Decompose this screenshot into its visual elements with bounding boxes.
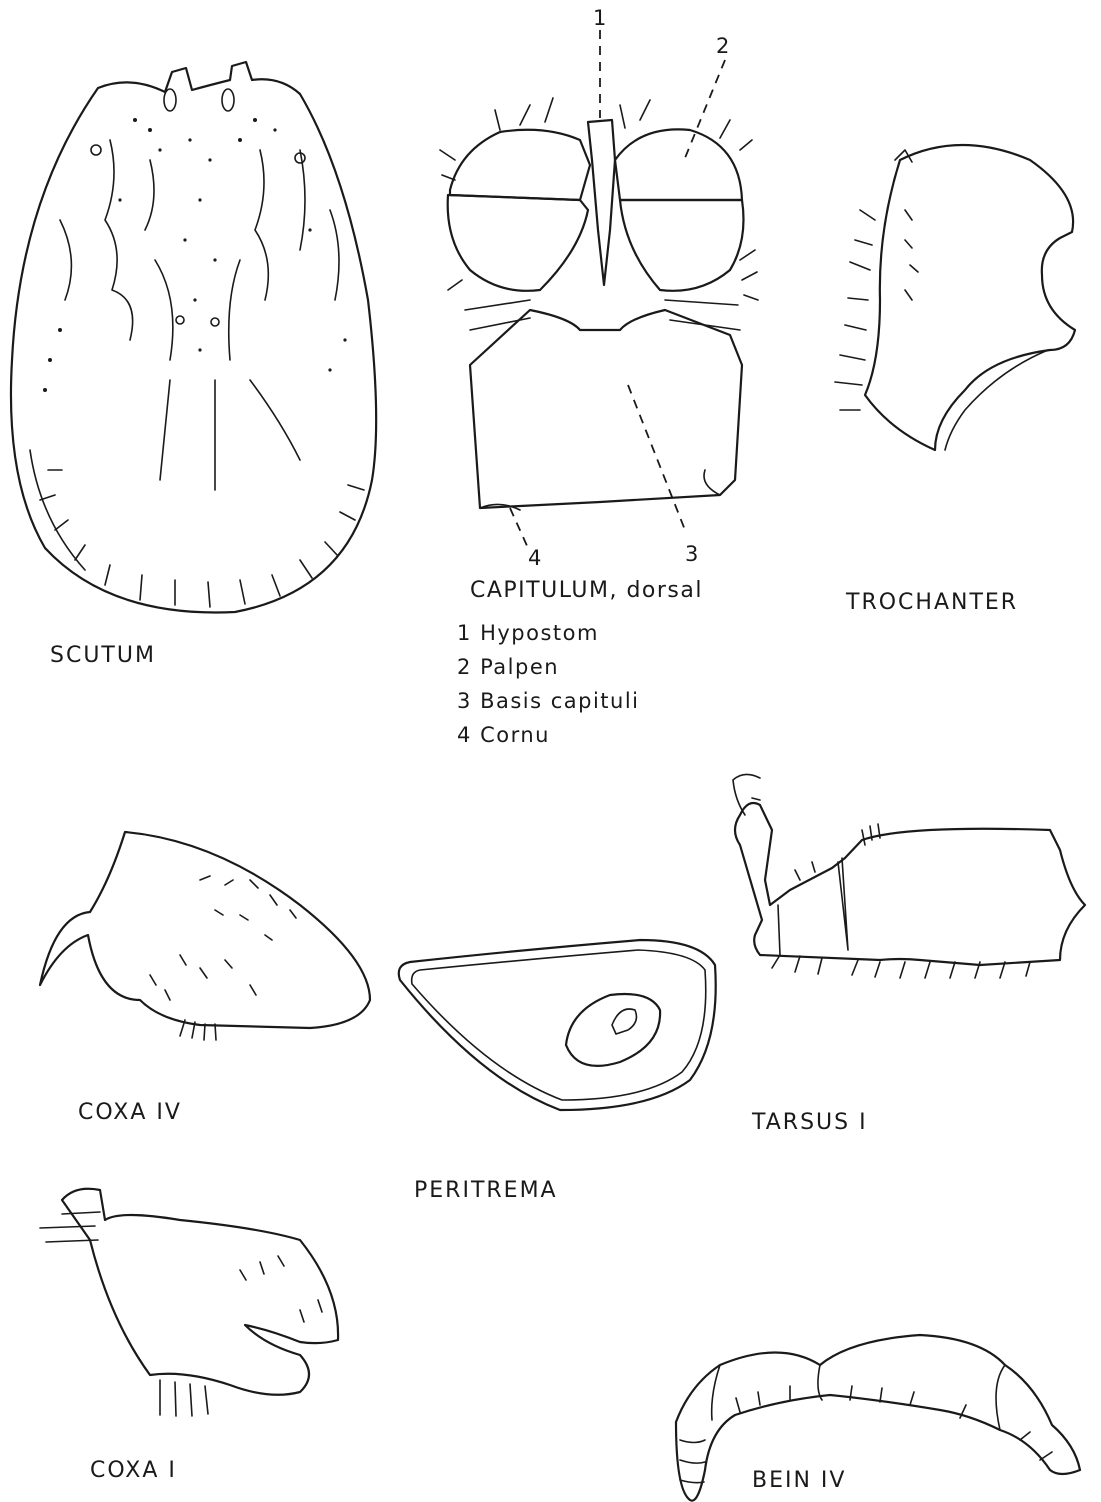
- coxa-i-label: COXA I: [90, 1460, 177, 1482]
- legend-item: 1 Hypostom: [457, 616, 640, 650]
- scutum-drawing: [11, 62, 376, 612]
- legend-number: 2: [457, 655, 472, 679]
- scutum-label: SCUTUM: [50, 645, 156, 667]
- coxa-iv-label: COXA IV: [78, 1102, 182, 1124]
- legend-text: Cornu: [480, 723, 550, 747]
- legend-number: 1: [457, 621, 472, 645]
- legend-text: Palpen: [480, 655, 559, 679]
- tarsus-i-drawing: [733, 774, 1085, 978]
- peritrema-drawing: [399, 940, 716, 1110]
- coxa-iv-drawing: [40, 832, 370, 1040]
- capitulum-pointer-2: 2: [716, 36, 729, 57]
- legend-text: Hypostom: [480, 621, 599, 645]
- legend-item: 3 Basis capituli: [457, 684, 640, 718]
- capitulum-pointer-4: 4: [528, 548, 541, 569]
- capitulum-pointer-3: 3: [685, 544, 698, 565]
- peritrema-label: PERITREMA: [414, 1180, 558, 1202]
- capitulum-drawing: [440, 30, 758, 548]
- legend-number: 4: [457, 723, 472, 747]
- legend-item: 2 Palpen: [457, 650, 640, 684]
- bein-iv-drawing: [676, 1335, 1080, 1501]
- legend-text: Basis capituli: [480, 689, 639, 713]
- coxa-i-drawing: [40, 1189, 338, 1416]
- legend-item: 4 Cornu: [457, 718, 640, 752]
- trochanter-label: TROCHANTER: [846, 592, 1018, 614]
- trochanter-drawing: [835, 145, 1075, 450]
- capitulum-legend: 1 Hypostom 2 Palpen 3 Basis capituli 4 C…: [457, 616, 640, 752]
- bein-iv-label: BEIN IV: [752, 1470, 846, 1492]
- legend-number: 3: [457, 689, 472, 713]
- capitulum-pointer-1: 1: [593, 8, 606, 29]
- capitulum-label: CAPITULUM, dorsal: [470, 580, 703, 602]
- tarsus-i-label: TARSUS I: [752, 1112, 868, 1134]
